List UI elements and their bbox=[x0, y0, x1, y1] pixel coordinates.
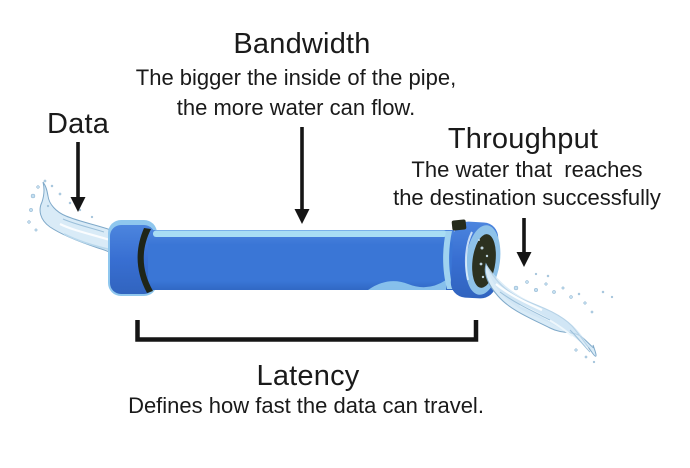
data-label: Data bbox=[46, 108, 110, 140]
throughput-description-line1: The water that reaches bbox=[411, 157, 643, 182]
throughput-title: Throughput bbox=[447, 123, 599, 155]
pipe-body bbox=[148, 230, 454, 290]
pipe-right-band bbox=[443, 231, 453, 289]
bandwidth-title: Bandwidth bbox=[233, 28, 371, 60]
right-water-splash-icon bbox=[484, 262, 614, 364]
pipe-bottom-highlight bbox=[368, 280, 446, 290]
pipe-opening-shine bbox=[464, 231, 473, 281]
latency-bracket bbox=[135, 320, 479, 342]
left-water-splash-icon bbox=[27, 179, 118, 257]
bandwidth-arrow bbox=[294, 127, 310, 224]
bandwidth-description-line2: the more water can flow. bbox=[176, 95, 416, 120]
data-arrow bbox=[70, 142, 86, 212]
throughput-arrow bbox=[516, 218, 532, 267]
throughput-description: The water that reaches the destination s… bbox=[393, 156, 661, 212]
pipe-graphic bbox=[108, 219, 501, 299]
pipe-right-notch bbox=[451, 219, 467, 231]
pipe-top-highlight bbox=[153, 230, 447, 237]
latency-description: Defines how fast the data can travel. bbox=[128, 393, 484, 418]
bandwidth-description-line1: The bigger the inside of the pipe, bbox=[135, 65, 457, 90]
pipe-seam bbox=[137, 228, 153, 293]
latency-title: Latency bbox=[256, 360, 360, 392]
bandwidth-description: The bigger the inside of the pipe, the m… bbox=[136, 63, 456, 123]
throughput-description-line2: the destination successfully bbox=[393, 185, 661, 210]
